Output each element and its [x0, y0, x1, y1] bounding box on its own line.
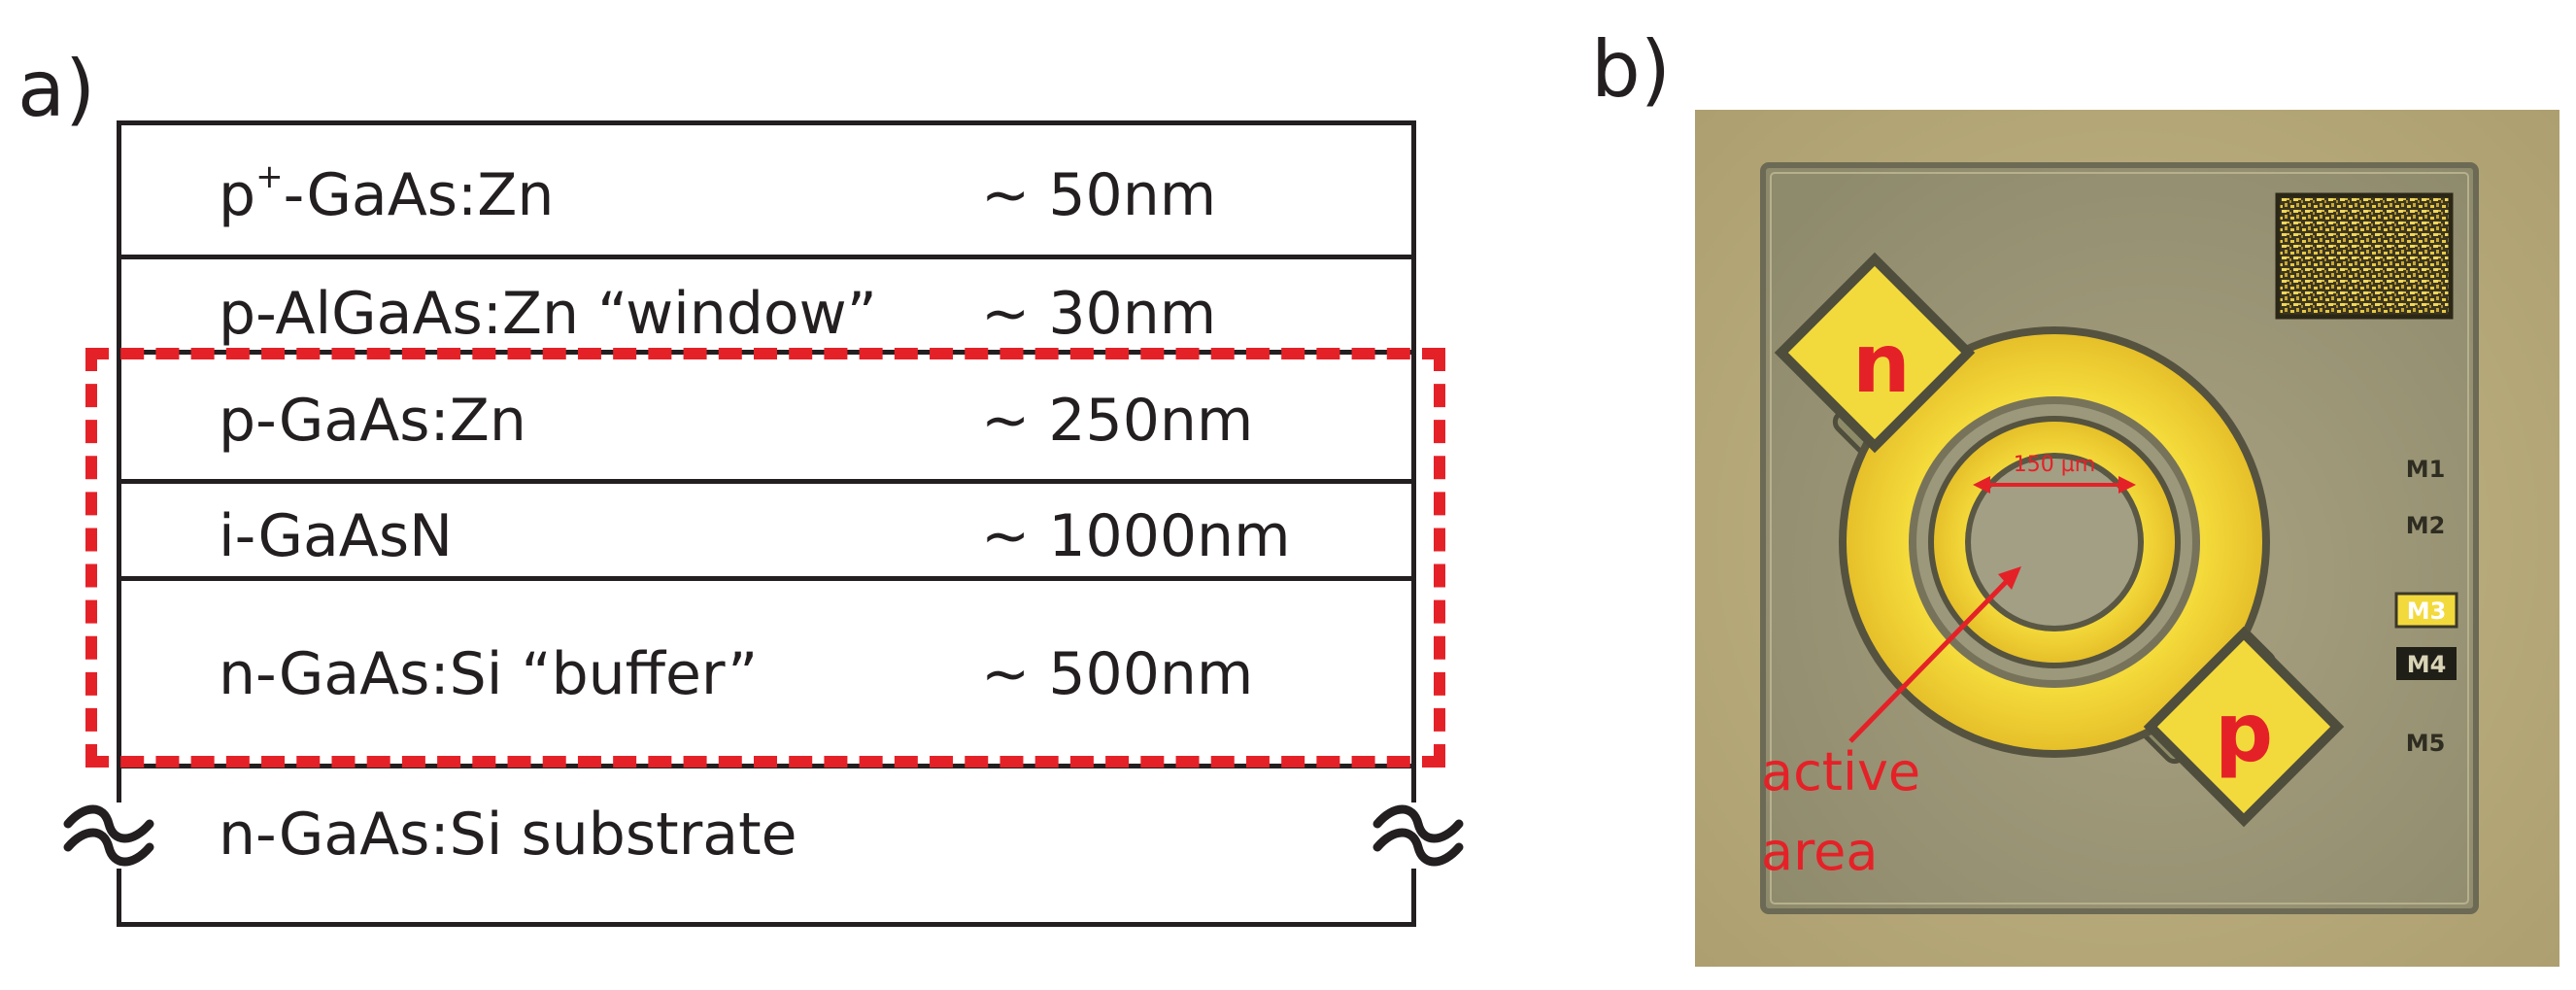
marker-m1: M1: [2406, 456, 2446, 483]
layer-name: p+-GaAs:Zn: [219, 157, 555, 229]
marker-m2: M2: [2406, 512, 2446, 539]
layer-window: p-AlGaAs:Zn “window” ~ 30nm: [121, 259, 1411, 355]
right-break-symbol: [1373, 802, 1464, 869]
layer-substrate: n-GaAs:Si substrate: [121, 768, 1411, 922]
layer-p-gaas: p-GaAs:Zn ~ 250nm: [121, 355, 1411, 484]
layer-p-plus-gaas: p+-GaAs:Zn ~ 50nm: [121, 125, 1411, 259]
layer-thickness: ~ 250nm: [981, 387, 1254, 455]
left-break-symbol: [63, 802, 154, 869]
active-area-arrow-line: [1848, 572, 2016, 743]
p-contact-label: p: [2215, 685, 2273, 780]
layer-thickness: ~ 50nm: [981, 161, 1217, 229]
layer-name: n-GaAs:Si “buffer”: [219, 640, 759, 708]
marker-m3: M3: [2407, 597, 2447, 625]
marker-m3-box: [2394, 592, 2458, 629]
dimension-label: 150 µm: [2014, 453, 2095, 477]
layer-name: p-GaAs:Zn: [219, 387, 526, 455]
panel-b-label: b): [1591, 24, 1671, 115]
layer-thickness: ~ 30nm: [981, 280, 1217, 348]
layer-name: n-GaAs:Si substrate: [219, 801, 797, 869]
dimension-arrow-left: [1973, 476, 1990, 494]
panel-a-label: a): [17, 44, 96, 134]
n-contact-label: n: [1852, 316, 1911, 411]
layer-name: i-GaAsN: [219, 502, 453, 570]
layer-thickness: ~ 1000nm: [981, 502, 1291, 570]
layer-thickness: ~ 500nm: [981, 640, 1254, 708]
marker-m5: M5: [2406, 730, 2446, 757]
layer-name: p-AlGaAs:Zn “window”: [219, 280, 877, 348]
active-area-label-line2: area: [1761, 821, 1878, 882]
active-area-arrow-head: [1998, 566, 2021, 590]
marker-m4-box: [2396, 647, 2457, 680]
dimension-arrow-right: [2118, 476, 2136, 494]
test-pad: [2275, 192, 2454, 320]
active-area-label-line1: active: [1761, 741, 1920, 802]
device-region-highlight: [85, 348, 1445, 768]
device-micrograph: n p 150 µm active area M1 M2 M3 M4 M5: [1695, 110, 2559, 967]
n-contact-pad: [1774, 252, 1976, 454]
marker-m4: M4: [2407, 651, 2447, 678]
layer-i-gaasn: i-GaAsN ~ 1000nm: [121, 484, 1411, 581]
